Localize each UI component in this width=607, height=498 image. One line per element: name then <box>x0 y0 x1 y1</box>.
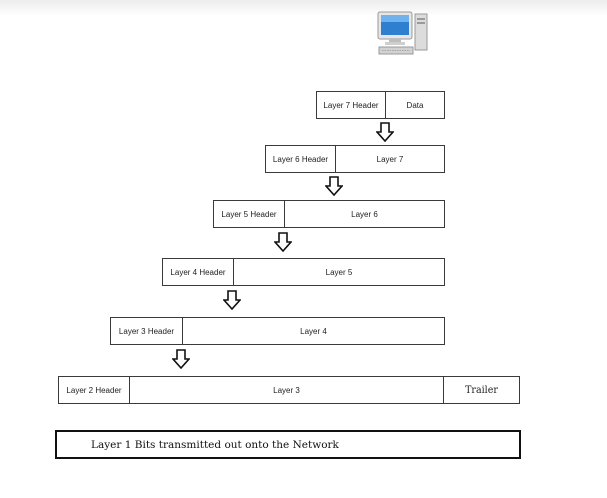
layer-7-data: Data <box>406 100 424 110</box>
down-arrow-icon <box>172 349 190 369</box>
layer-4-header: Layer 4 Header <box>163 257 234 287</box>
layer-6-bar: Layer 6 Header Layer 7 <box>265 144 445 174</box>
layer-1-text: Layer 1 Bits transmitted out onto the Ne… <box>91 438 339 451</box>
layer-3-data: Layer 4 <box>300 326 327 336</box>
layer-4-bar: Layer 4 Header Layer 5 <box>162 257 445 287</box>
layer-6-header: Layer 6 Header <box>266 144 336 174</box>
layer-4-data: Layer 5 <box>325 267 353 277</box>
layer-2-header: Layer 2 Header <box>59 375 130 405</box>
computer-icon <box>377 11 428 55</box>
layer-3-bar: Layer 3 Header Layer 4 <box>110 316 445 346</box>
down-arrow-icon <box>325 176 343 196</box>
layer-2-data: Layer 3 <box>273 385 300 395</box>
layer-5-bar: Layer 5 Header Layer 6 <box>213 199 445 229</box>
layer-2-trailer: Trailer <box>443 375 519 405</box>
down-arrow-icon <box>223 290 241 310</box>
layer-7-header: Layer 7 Header <box>317 90 386 120</box>
layer-1-box: Layer 1 Bits transmitted out onto the Ne… <box>55 430 521 459</box>
layer-5-header: Layer 5 Header <box>214 199 285 229</box>
top-shade <box>0 0 607 16</box>
layer-2-bar: Layer 2 Header Layer 3 Trailer <box>58 375 520 405</box>
layer-7-bar: Layer 7 Header Data <box>316 90 445 120</box>
down-arrow-icon <box>376 122 394 142</box>
layer-5-data: Layer 6 <box>351 209 378 219</box>
layer-6-data: Layer 7 <box>376 154 404 164</box>
down-arrow-icon <box>274 232 292 252</box>
layer-3-header: Layer 3 Header <box>111 316 183 346</box>
